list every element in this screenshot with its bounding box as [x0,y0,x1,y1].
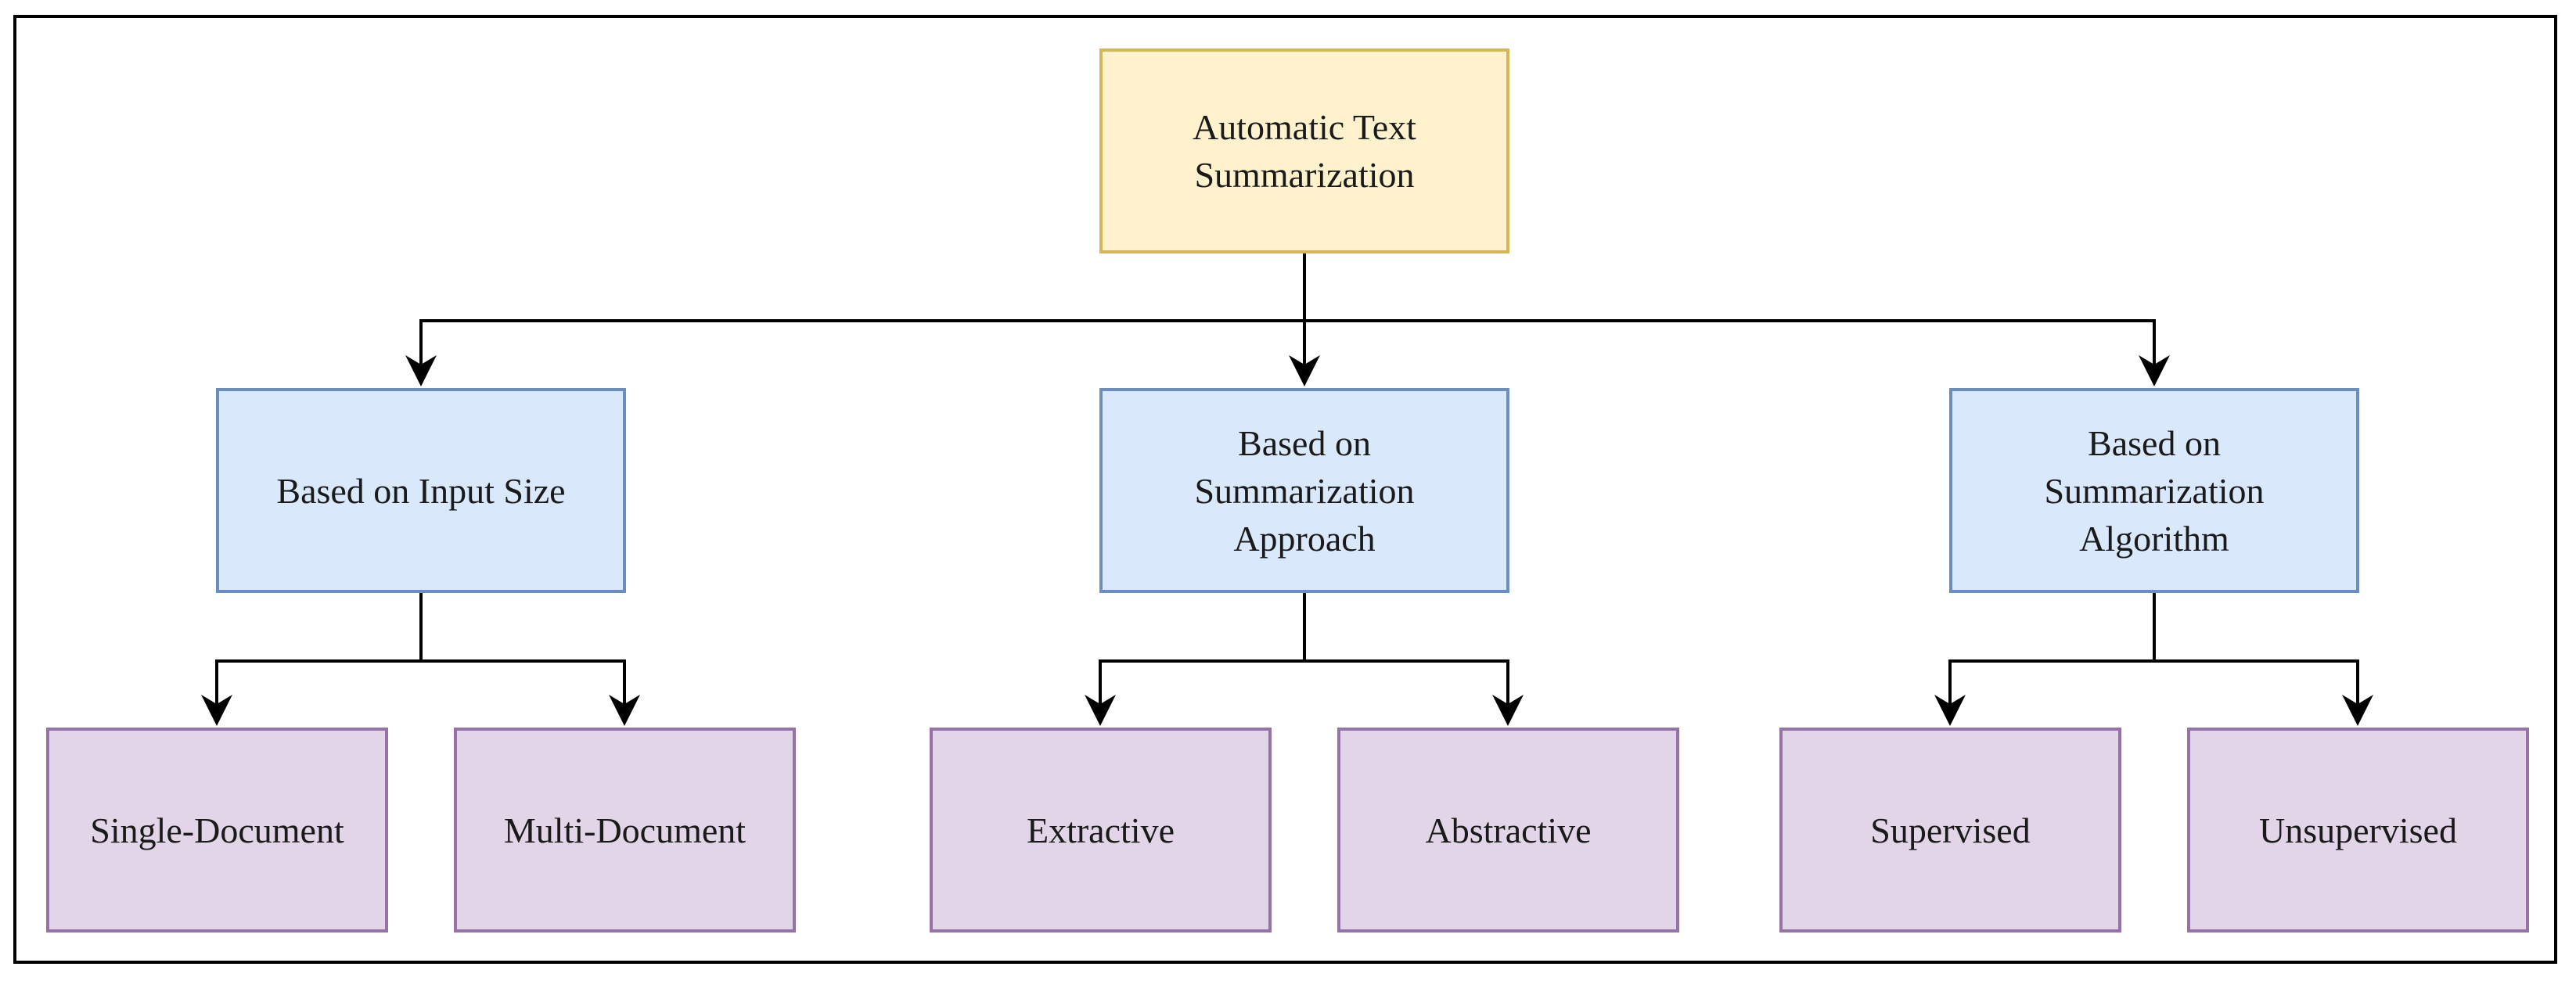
leaf-node-extractive: Extractive [930,728,1272,932]
leaf-node-label: Extractive [1026,810,1175,850]
category-node-label: Based on Summarization Approach [1194,422,1415,559]
connector-root-to-algorithm [1304,319,2170,386]
leaf-node-label: Abstractive [1425,810,1592,850]
category-node-input-size: Based on Input Size [216,388,626,593]
connector-input-to-multi [421,659,640,726]
leaf-node-supervised: Supervised [1779,728,2121,932]
leaf-node-label: Single-Document [90,810,344,850]
connector-approach-to-extractive [1085,593,1306,726]
leaf-node-single-document: Single-Document [46,728,388,932]
category-node-approach: Based on Summarization Approach [1099,388,1509,593]
root-node: Automatic Text Summarization [1099,49,1509,253]
leaf-node-label: Multi-Document [503,810,747,850]
root-node-label: Automatic Text Summarization [1193,107,1416,195]
leaf-node-abstractive: Abstractive [1337,728,1679,932]
connector-algorithm-to-supervised [1934,593,2156,726]
connector-approach-to-abstractive [1304,659,1524,726]
leaf-node-label: Unsupervised [2259,810,2457,850]
category-connectors [201,593,2373,726]
connector-algorithm-to-unsupervised [2154,659,2373,726]
connector-input-to-single [201,593,423,726]
category-node-algorithm: Based on Summarization Algorithm [1949,388,2359,593]
category-node-label: Based on Summarization Algorithm [2044,422,2265,559]
root-connectors [405,253,2170,386]
leaf-node-label: Supervised [1870,810,2031,850]
diagram-frame [13,15,2557,964]
leaf-node-unsupervised: Unsupervised [2187,728,2529,932]
category-node-label: Based on Input Size [276,470,566,511]
leaf-node-multi-document: Multi-Document [454,728,796,932]
connector-root-to-input-size [405,253,1306,386]
